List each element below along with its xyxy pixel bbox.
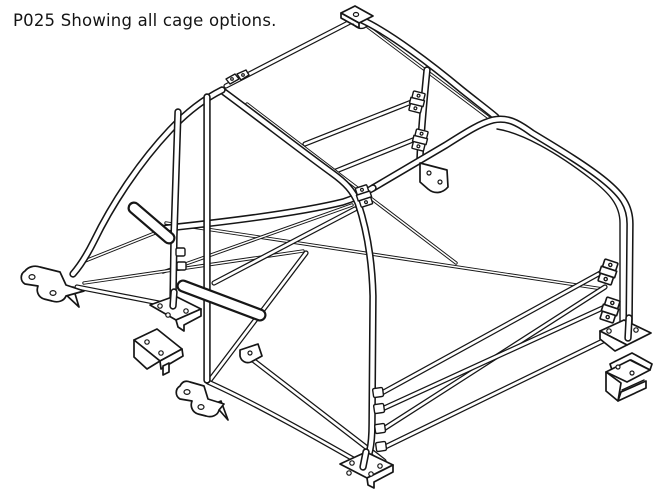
foot-plate-front-left [149, 288, 202, 332]
rear-right-mounts [595, 257, 653, 402]
tube-clamp-icon [595, 257, 621, 287]
harness-bracket [419, 162, 449, 194]
front-left-mounts [20, 265, 229, 421]
channel-bracket-left [133, 328, 184, 376]
main-hoop [224, 92, 611, 489]
fork-bracket-rear [175, 380, 229, 421]
figure-caption: P025 Showing all cage options. [13, 11, 277, 30]
tube-clamp-icon [597, 295, 623, 325]
leg-clamp-stack [371, 386, 388, 453]
tube-clamp-icon [410, 127, 430, 153]
fork-bracket-front [20, 265, 85, 308]
channel-bracket-right [605, 352, 653, 402]
foot-plate-rear-left [339, 448, 394, 489]
cabin-bracing [78, 188, 384, 464]
sill-tab-bracket [239, 343, 263, 364]
corner-clamp [225, 69, 250, 85]
rear-hoop [164, 102, 630, 334]
foot-plate-rear-right [599, 314, 652, 352]
rear-brace-assembly [305, 20, 496, 171]
front-hoop [73, 69, 260, 380]
top-mount-plate [340, 5, 374, 30]
